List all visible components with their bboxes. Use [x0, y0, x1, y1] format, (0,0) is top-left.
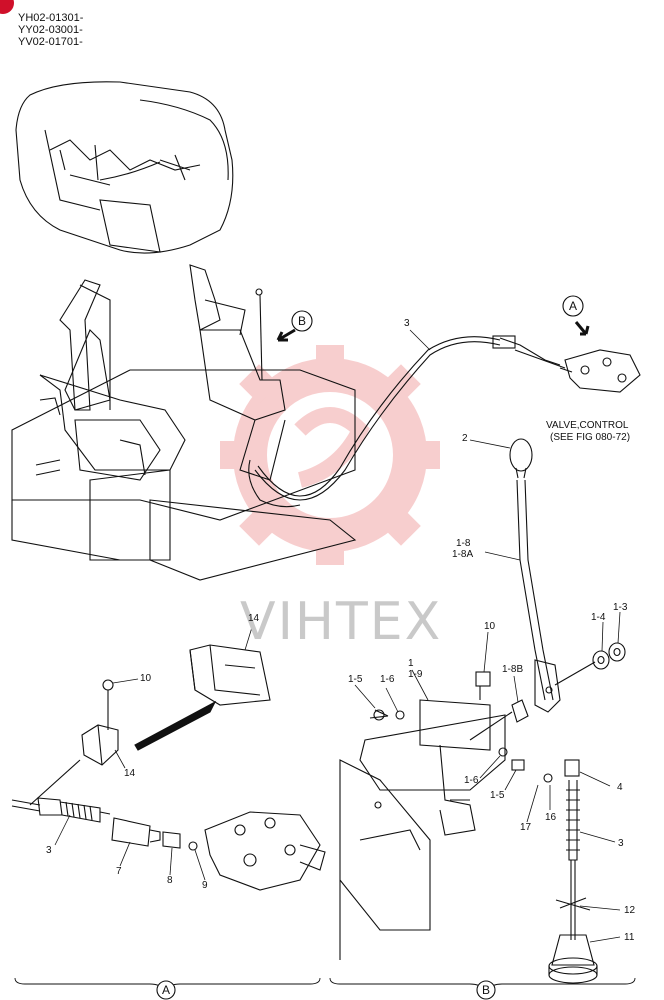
label-17: 17 [520, 822, 532, 833]
label-1: 1 [408, 658, 414, 669]
machine-overview [15, 81, 234, 254]
serial-1: YH02-01301- [18, 12, 84, 24]
label-1-3: 1-3 [613, 602, 628, 613]
serial-2: YY02-03001- [18, 24, 83, 36]
label-1-6: 1-6 [380, 674, 395, 685]
label-10-right: 10 [484, 621, 496, 632]
washer-1-3 [608, 642, 626, 662]
section-A-parts [11, 644, 326, 891]
label-4: 4 [617, 782, 623, 793]
section-brackets [14, 977, 636, 991]
leader-lines [54, 329, 621, 943]
label-14-top: 14 [248, 613, 260, 624]
section-A-letter: A [161, 983, 170, 997]
cable-3-lower [543, 759, 598, 984]
label-1-5b: 1-5 [490, 790, 505, 801]
label-1-4: 1-4 [591, 612, 606, 623]
callout-B-circle-icon [291, 310, 313, 332]
lever-console-assembly [11, 264, 357, 581]
watermark-gear-icon [220, 345, 440, 565]
label-16: 16 [545, 812, 557, 823]
label-1-6b: 1-6 [464, 775, 479, 786]
label-9: 9 [202, 880, 208, 891]
label-1-9: 1-9 [408, 669, 423, 680]
serial-3: YV02-01701- [18, 36, 83, 48]
label-7: 7 [116, 866, 122, 877]
washer-1-4 [592, 650, 610, 670]
label-8: 8 [167, 875, 173, 886]
arrow-B-icon [276, 328, 296, 342]
section-B-letter: B [481, 983, 490, 997]
label-11: 11 [624, 932, 635, 943]
label-1-5: 1-5 [348, 674, 363, 685]
callout-B-letter: B [297, 314, 306, 328]
control-valve-top [559, 349, 641, 393]
callout-A-letter: A [568, 299, 577, 313]
section-A-circle-icon [156, 980, 176, 1000]
bracket-B-assembly [339, 671, 529, 960]
valve-note-line1: VALVE,CONTROL [546, 420, 629, 431]
label-12: 12 [624, 905, 636, 916]
lever-rod-assembly [509, 438, 561, 713]
label-2: 2 [462, 433, 468, 444]
label-1-8A: 1-8A [452, 549, 474, 560]
arrow-A-icon [574, 321, 590, 336]
corner-badge [0, 0, 14, 14]
watermark-text: VIHTEX [240, 592, 443, 652]
label-3-right: 3 [618, 838, 624, 849]
label-10-left: 10 [140, 673, 152, 684]
section-B-circle-icon [476, 980, 496, 1000]
cable-3-routing [254, 335, 566, 501]
callout-A-circle-icon [562, 295, 584, 317]
label-1-8B: 1-8B [502, 664, 524, 675]
label-3-top: 3 [404, 318, 410, 329]
label-3-left: 3 [46, 845, 52, 856]
valve-note-line2: (SEE FIG 080-72) [550, 432, 631, 443]
label-1-8: 1-8 [456, 538, 471, 549]
label-14-left: 14 [124, 768, 136, 779]
